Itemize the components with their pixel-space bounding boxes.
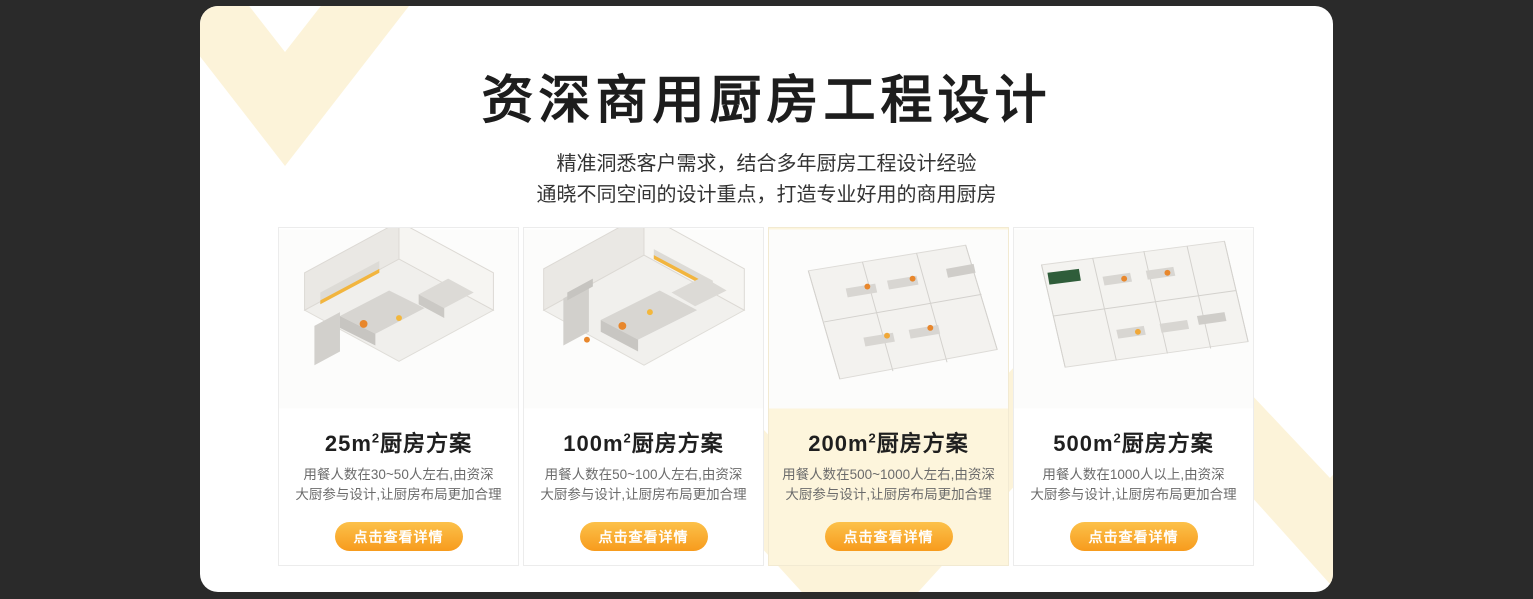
view-details-button[interactable]: 点击查看详情 [1069, 522, 1198, 551]
view-details-button[interactable]: 点击查看详情 [824, 522, 953, 551]
plan-card-100m2: 100m2厨房方案 用餐人数在50~100人左右,由资深 大厨参与设计,让厨房布… [523, 227, 764, 566]
plan-size-superscript: 2 [623, 430, 632, 446]
view-details-button[interactable]: 点击查看详情 [334, 522, 463, 551]
plan-desc-line-2: 大厨参与设计,让厨房布局更加合理 [785, 487, 992, 502]
plan-size-superscript: 2 [868, 430, 877, 446]
subtitle-line-1: 精准洞悉客户需求，结合多年厨房工程设计经验 [556, 153, 977, 175]
page-subtitle: 精准洞悉客户需求，结合多年厨房工程设计经验 通晓不同空间的设计重点，打造专业好用… [200, 149, 1333, 211]
plan-card-description: 用餐人数在1000人以上,由资深 大厨参与设计,让厨房布局更加合理 [1030, 465, 1236, 505]
plan-desc-line-1: 用餐人数在50~100人左右,由资深 [544, 467, 743, 482]
plan-card-25m2: 25m2厨房方案 用餐人数在30~50人左右,由资深 大厨参与设计,让厨房布局更… [278, 227, 519, 566]
plan-card-200m2: 200m2厨房方案 用餐人数在500~1000人左右,由资深 大厨参与设计,让厨… [768, 227, 1009, 566]
subtitle-line-2: 通晓不同空间的设计重点，打造专业好用的商用厨房 [536, 184, 997, 206]
page-title: 资深商用厨房工程设计 [481, 72, 1052, 130]
kitchen-25m2-render-image [279, 228, 518, 409]
plan-desc-line-1: 用餐人数在500~1000人左右,由资深 [782, 467, 995, 482]
plan-desc-line-2: 大厨参与设计,让厨房布局更加合理 [1030, 487, 1237, 502]
plan-size-superscript: 2 [1113, 430, 1122, 446]
section-header: 资深商用厨房工程设计 精准洞悉客户需求，结合多年厨房工程设计经验 通晓不同空间的… [200, 6, 1333, 211]
plan-size-value: 200m [808, 431, 869, 456]
plan-desc-line-2: 大厨参与设计,让厨房布局更加合理 [540, 487, 747, 502]
plan-card-description: 用餐人数在50~100人左右,由资深 大厨参与设计,让厨房布局更加合理 [540, 465, 746, 505]
plan-card-title: 25m2厨房方案 [325, 426, 472, 458]
plan-title-suffix: 厨房方案 [876, 431, 969, 456]
plan-card-title: 100m2厨房方案 [563, 426, 724, 458]
plan-size-value: 25m [324, 431, 372, 456]
plan-title-suffix: 厨房方案 [380, 431, 473, 456]
plan-desc-line-2: 大厨参与设计,让厨房布局更加合理 [295, 487, 502, 502]
plan-card-description: 用餐人数在30~50人左右,由资深 大厨参与设计,让厨房布局更加合理 [295, 465, 501, 505]
plan-size-superscript: 2 [371, 430, 381, 446]
plan-card-row: 25m2厨房方案 用餐人数在30~50人左右,由资深 大厨参与设计,让厨房布局更… [278, 227, 1254, 566]
kitchen-200m2-render-image [769, 229, 1008, 409]
plan-card-title: 500m2厨房方案 [1053, 426, 1214, 458]
kitchen-100m2-render-image [524, 228, 763, 409]
plan-desc-line-1: 用餐人数在1000人以上,由资深 [1042, 467, 1225, 482]
plan-size-value: 500m [1053, 431, 1114, 456]
plan-card-description: 用餐人数在500~1000人左右,由资深 大厨参与设计,让厨房布局更加合理 [782, 465, 995, 505]
kitchen-500m2-render-image [1014, 229, 1253, 409]
plan-size-value: 100m [563, 431, 624, 456]
view-details-button[interactable]: 点击查看详情 [579, 522, 708, 551]
content-panel: 资深商用厨房工程设计 精准洞悉客户需求，结合多年厨房工程设计经验 通晓不同空间的… [200, 6, 1333, 592]
plan-desc-line-1: 用餐人数在30~50人左右,由资深 [303, 467, 494, 482]
plan-card-500m2: 500m2厨房方案 用餐人数在1000人以上,由资深 大厨参与设计,让厨房布局更… [1013, 227, 1254, 566]
plan-title-suffix: 厨房方案 [631, 431, 724, 456]
plan-title-suffix: 厨房方案 [1121, 431, 1214, 456]
plan-card-title: 200m2厨房方案 [808, 426, 969, 458]
